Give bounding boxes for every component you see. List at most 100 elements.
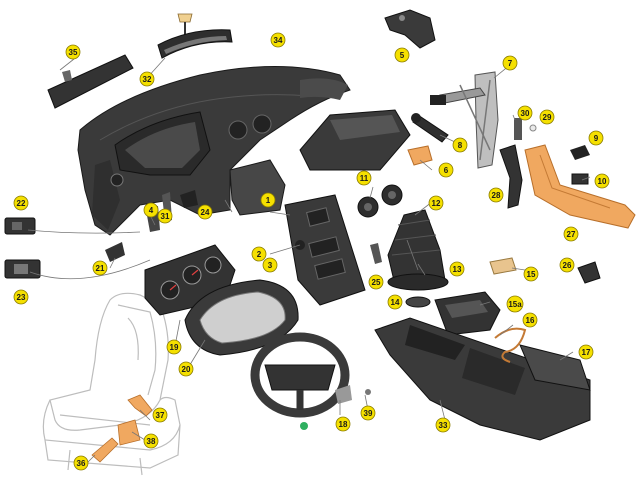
callout-bubble <box>197 204 213 220</box>
callout-bubble <box>588 130 604 146</box>
callout-number: 16 <box>526 316 535 325</box>
callout-bubble <box>522 312 538 328</box>
callout-number: 35 <box>69 48 78 57</box>
callout-2: 2 <box>251 246 267 262</box>
callout-27: 27 <box>563 226 579 242</box>
callout-12: 12 <box>428 195 444 211</box>
callout-bubble <box>92 260 108 276</box>
callout-number: 8 <box>458 141 463 150</box>
callout-bubble <box>428 195 444 211</box>
callout-bubble <box>578 344 594 360</box>
callout-3: 3 <box>262 257 278 273</box>
callout-bubble <box>335 416 351 432</box>
callout-number: 15a <box>508 300 522 309</box>
callout-8: 8 <box>452 137 468 153</box>
callout-31: 31 <box>157 208 173 224</box>
callout-number: 22 <box>17 199 26 208</box>
callout-15: 15 <box>523 266 539 282</box>
callout-bubble <box>394 47 410 63</box>
callout-number: 15 <box>527 270 536 279</box>
callout-bubble <box>452 137 468 153</box>
callout-20: 20 <box>178 361 194 377</box>
callout-number: 2 <box>257 250 262 259</box>
window-regulator-7 <box>430 71 499 169</box>
callout-number: 12 <box>432 199 441 208</box>
callout-bubble <box>65 44 81 60</box>
shift-boot-12-13 <box>387 209 449 308</box>
callout-bubble <box>260 192 276 208</box>
callout-number: 30 <box>521 109 530 118</box>
callout-bubble <box>13 195 29 211</box>
callout-bubble <box>449 261 465 277</box>
switch-panel-23 <box>4 259 41 279</box>
callout-number: 3 <box>268 261 273 270</box>
callout-18: 18 <box>335 416 351 432</box>
callout-bubble <box>523 266 539 282</box>
callout-bubble <box>360 405 376 421</box>
center-bezel-1 <box>284 194 366 306</box>
ashtray-26 <box>577 261 601 284</box>
callout-bubble <box>559 257 575 273</box>
tan-bracket-15 <box>489 257 517 275</box>
callout-number: 32 <box>143 75 152 84</box>
callout-bubble <box>270 32 286 48</box>
callout-bubble <box>594 173 610 189</box>
callout-30: 30 <box>517 105 533 121</box>
callout-bubble <box>506 295 524 313</box>
callout-29: 29 <box>539 109 555 125</box>
callout-37: 37 <box>152 407 168 423</box>
callout-bubble <box>488 187 504 203</box>
callout-6: 6 <box>438 162 454 178</box>
callout-number: 33 <box>439 421 448 430</box>
callout-number: 37 <box>156 411 165 420</box>
callout-bubble <box>13 289 29 305</box>
door-handle-8 <box>411 113 449 143</box>
callout-number: 9 <box>594 134 599 143</box>
callout-21: 21 <box>92 260 108 276</box>
callout-number: 19 <box>170 343 179 352</box>
small-hardware <box>514 118 590 185</box>
callout-bubble <box>438 162 454 178</box>
callout-number: 39 <box>364 409 373 418</box>
callout-24: 24 <box>197 204 213 220</box>
callout-5: 5 <box>394 47 410 63</box>
visor-clip-5 <box>384 9 436 49</box>
callout-13: 13 <box>449 261 465 277</box>
seat-lever-37 <box>127 394 153 417</box>
callout-bubble <box>387 294 403 310</box>
callout-26: 26 <box>559 257 575 273</box>
callout-bubble <box>166 339 182 355</box>
center-console-33 <box>374 317 591 441</box>
callout-34: 34 <box>270 32 286 48</box>
callout-bubble <box>143 202 159 218</box>
callout-number: 17 <box>582 348 591 357</box>
callout-number: 31 <box>161 212 170 221</box>
callout-number: 38 <box>147 437 156 446</box>
callout-number: 1 <box>266 196 271 205</box>
callout-17: 17 <box>578 344 594 360</box>
glovebox-6 <box>299 109 433 171</box>
callout-number: 23 <box>17 293 26 302</box>
speaker-pods-11 <box>357 184 403 218</box>
callout-bubble <box>143 433 159 449</box>
callout-32: 32 <box>139 71 155 87</box>
seat-outline <box>42 292 181 476</box>
callout-number: 7 <box>508 59 513 68</box>
callout-14: 14 <box>387 294 403 310</box>
callout-22: 22 <box>13 195 29 211</box>
callout-39: 39 <box>360 405 376 421</box>
door-grip-28 <box>499 144 523 209</box>
callout-number: 36 <box>77 459 86 468</box>
callout-bubble <box>251 246 267 262</box>
callout-bubble <box>157 208 173 224</box>
leader-lines <box>27 57 591 463</box>
callout-number: 27 <box>567 230 576 239</box>
callout-7: 7 <box>502 55 518 71</box>
callout-36: 36 <box>73 455 89 471</box>
callout-bubble <box>73 455 89 471</box>
callout-38: 38 <box>143 433 159 449</box>
callout-16: 16 <box>522 312 538 328</box>
callout-number: 25 <box>372 278 381 287</box>
